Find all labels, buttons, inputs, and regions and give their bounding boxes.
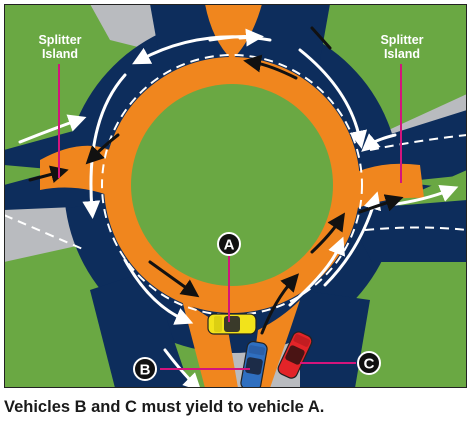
vehicle-c <box>277 331 313 379</box>
central-island <box>131 84 333 286</box>
badge-c: C <box>357 351 381 375</box>
lane-markings <box>4 54 467 316</box>
vehicle-a <box>207 313 257 335</box>
badge-b: B <box>133 357 157 381</box>
apron-arrows <box>28 26 404 335</box>
badge-a: A <box>217 232 241 256</box>
diagram-frame <box>4 4 467 388</box>
vehicle-b <box>240 340 268 388</box>
caption: Vehicles B and C must yield to vehicle A… <box>4 398 325 416</box>
svg-text:B: B <box>140 362 151 379</box>
svg-text:A: A <box>224 237 235 254</box>
svg-text:C: C <box>364 356 375 373</box>
callout-lines <box>58 64 402 370</box>
circulation-arrows <box>18 28 459 388</box>
